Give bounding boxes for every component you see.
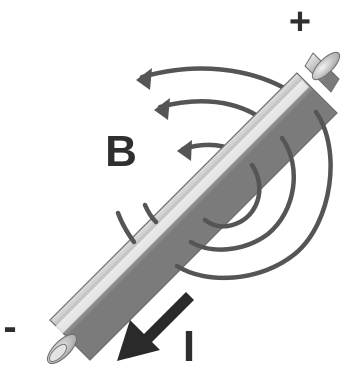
field-arrowheads	[136, 68, 192, 161]
field-arrowhead-outer	[136, 68, 152, 90]
field-arrowhead-inner	[177, 140, 192, 161]
field-arrowhead-middle	[154, 98, 170, 120]
plus-terminal-label: +	[289, 1, 311, 43]
field-line-left-tick-1	[118, 213, 134, 242]
minus-terminal-label: -	[3, 305, 16, 349]
field-label: B	[105, 127, 137, 176]
wire	[43, 48, 344, 368]
current-label: I	[183, 322, 195, 371]
wire-body	[50, 73, 337, 360]
wire-highlight	[55, 80, 309, 334]
